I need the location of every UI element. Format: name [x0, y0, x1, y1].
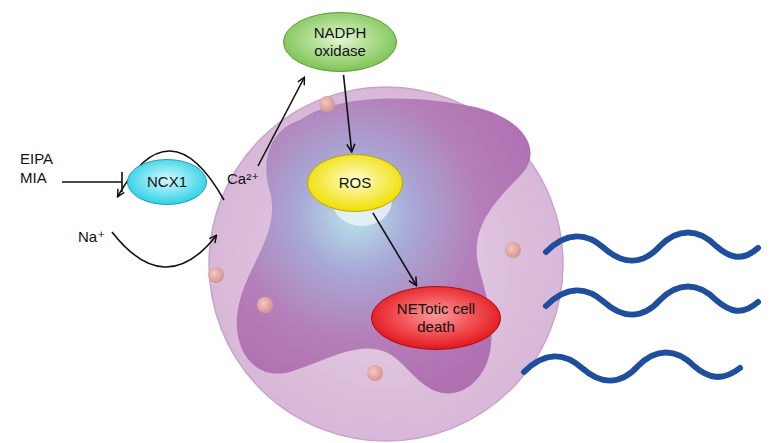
granule: [208, 267, 224, 283]
net-strand: [524, 353, 740, 381]
cell-body: [209, 87, 563, 441]
ion-label: Ca²⁺: [227, 170, 259, 189]
granule: [319, 96, 335, 112]
node-text: NADPH oxidase: [305, 24, 375, 60]
node-ellipse: [284, 13, 397, 72]
node-text: ROS: [339, 174, 372, 192]
node-text: NCX1: [147, 173, 187, 191]
outcome-ellipse: NETotic cell death: [371, 286, 501, 350]
enzyme-ellipse: NADPH oxidase: [283, 12, 397, 72]
net-strand: [546, 233, 758, 261]
ros-ellipse: ROS: [307, 154, 403, 212]
node-ellipse: [128, 160, 207, 205]
sodium-influx-arrow: [112, 232, 216, 267]
net-strand: [546, 287, 758, 315]
granule: [367, 365, 383, 381]
cell-nucleus: [237, 98, 531, 393]
flow-arrow: [373, 213, 416, 285]
net-strands: [524, 233, 758, 381]
node-ellipse: [371, 287, 500, 350]
leader-arrows: [62, 78, 304, 267]
ion-label: Na⁺: [78, 228, 105, 247]
flow-arrow: [344, 75, 352, 151]
inhibitor-label: EIPA MIA: [20, 150, 62, 188]
granules: [208, 96, 521, 381]
node-text: NETotic cell death: [393, 300, 479, 336]
node-ellipse: [308, 155, 403, 212]
granule: [505, 242, 521, 258]
granule: [257, 297, 273, 313]
transporter-ellipse: NCX1: [127, 159, 207, 205]
calcium-to-oxidase-arrow: [258, 78, 304, 166]
inhibition-line: [62, 172, 122, 192]
